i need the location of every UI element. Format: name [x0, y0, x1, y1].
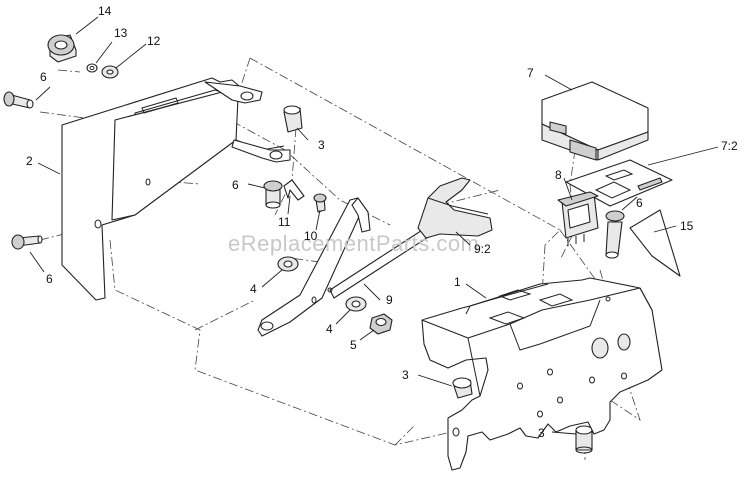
callout-15: 15: [680, 219, 694, 233]
spacer-part-3-lower-right: [575, 425, 593, 454]
callout-2: 2: [26, 154, 33, 168]
callout-3-lower-left: 3: [402, 368, 409, 382]
bracket-part-1: [421, 277, 663, 471]
callout-6-center: 6: [232, 178, 239, 192]
pin-part-6-center: [263, 180, 283, 209]
spacer-part-3-upper: [283, 105, 303, 133]
callout-5: 5: [350, 338, 357, 352]
callout-12: 12: [147, 34, 161, 48]
spacer-part-3-lower-left: [452, 377, 473, 399]
callout-4-lower: 4: [326, 322, 333, 336]
callout-3-lower-right: 3: [538, 426, 545, 440]
callout-13: 13: [114, 26, 128, 40]
grip-part-9-2: [417, 177, 493, 239]
cover-part-7: [541, 81, 649, 161]
callout-1: 1: [454, 275, 461, 289]
pin-part-6-right: [605, 210, 625, 259]
callout-6-upper-left: 6: [40, 70, 47, 84]
bolt-part-6-upper-left: [3, 91, 34, 109]
callout-14: 14: [98, 4, 112, 18]
callout-8: 8: [555, 168, 562, 182]
knob-part-14: [47, 34, 77, 63]
washer-part-4-upper: [277, 256, 299, 272]
callout-10: 10: [304, 229, 318, 243]
washer-part-13: [86, 63, 98, 73]
callout-7: 7: [527, 66, 534, 80]
callout-6-right: 6: [636, 196, 643, 210]
callout-11: 11: [278, 215, 291, 229]
callout-labels: 14 13 12 6 2 3 6 11 10 4 6 4 5 9 9:2 7 7…: [26, 4, 738, 440]
callout-9: 9: [386, 293, 393, 307]
clip-part-11: [283, 179, 305, 201]
switch-part-8: [557, 191, 599, 246]
callout-leaders: [29, 16, 719, 435]
pin-part-10: [313, 193, 327, 213]
callout-3-upper: 3: [318, 138, 325, 152]
washer-part-12: [101, 65, 119, 79]
callout-9-2: 9:2: [474, 242, 491, 256]
callout-6-lower-left: 6: [46, 272, 53, 286]
plate-part-15: [629, 209, 681, 277]
callout-7-2: 7:2: [721, 139, 738, 153]
bolt-part-6-lower-left: [11, 234, 43, 250]
lever-part-9: [257, 197, 437, 337]
watermark-text: eReplacementParts.com: [228, 231, 479, 256]
side-plate-part-2: [61, 77, 291, 301]
nut-part-5: [369, 313, 393, 335]
washer-part-4-lower: [345, 296, 367, 312]
callout-4-upper: 4: [250, 282, 257, 296]
